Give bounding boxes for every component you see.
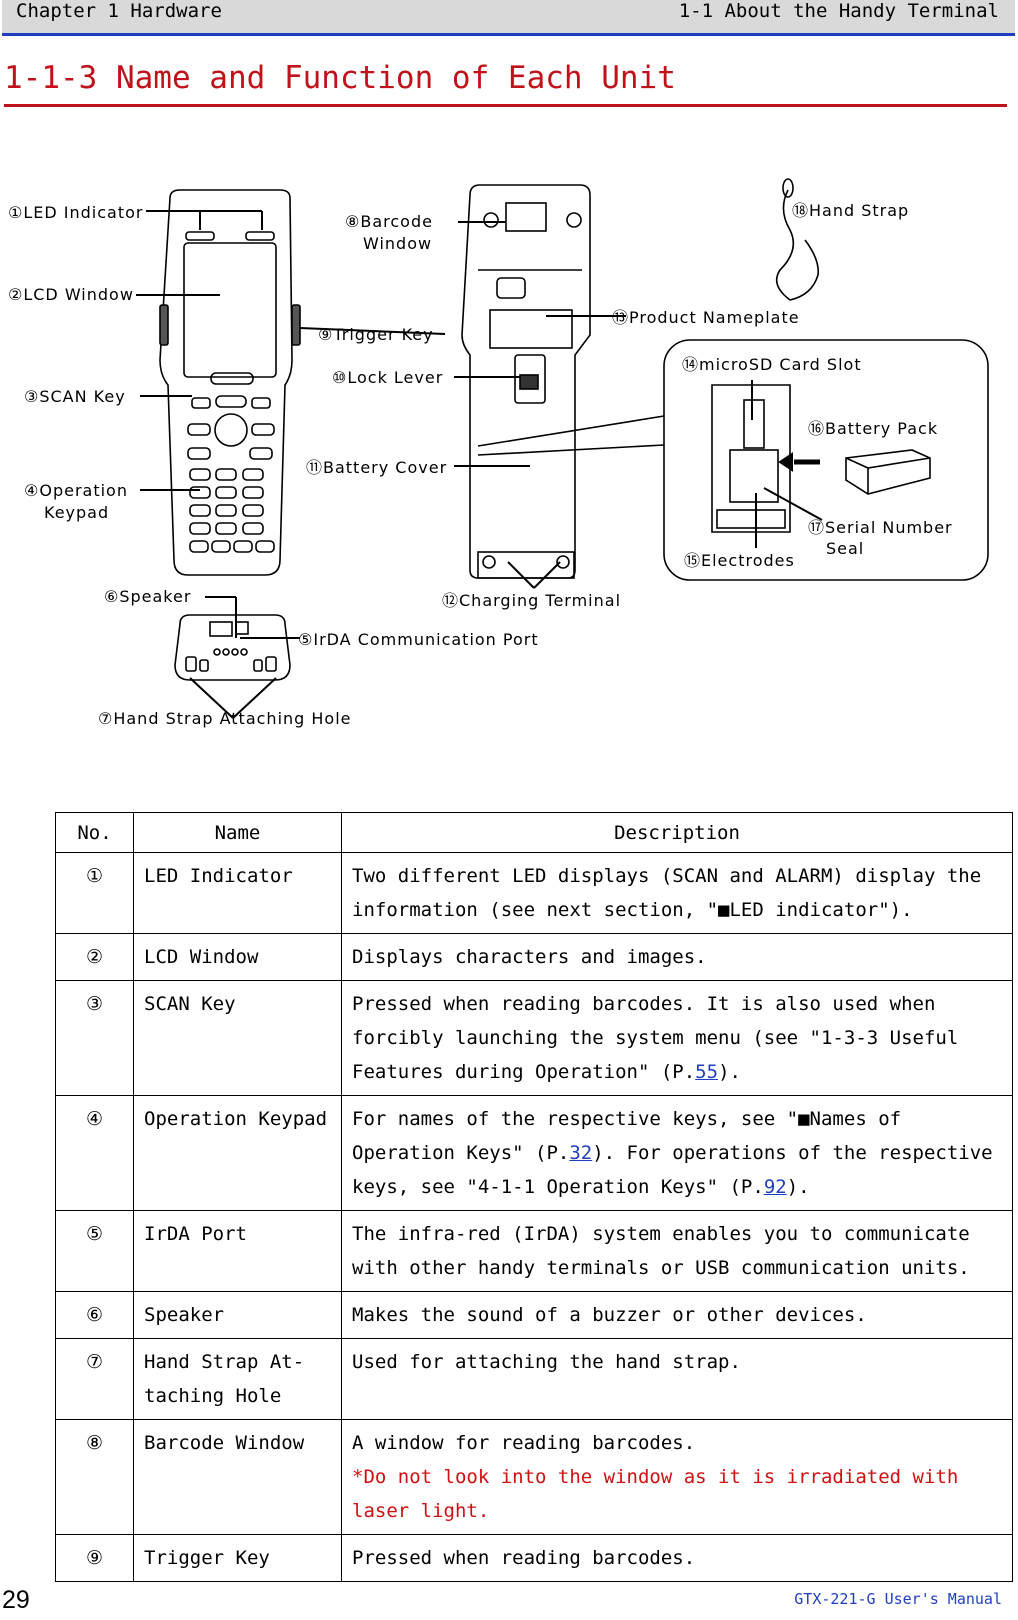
label-hand-strap: ⑱Hand Strap — [792, 201, 910, 220]
page-link-92[interactable]: 92 — [763, 1176, 787, 1198]
row-name: Trigger Key — [133, 1534, 342, 1582]
table-row: ③ SCAN Key Pressed when reading barcodes… — [55, 980, 1013, 1096]
row-description: Pressed when reading barcodes. It is als… — [341, 980, 1013, 1096]
label-operation-keypad-a: ④Operation — [24, 481, 128, 500]
label-barcode-window-b: Window — [363, 234, 433, 253]
row-description: Used for attaching the hand strap. — [341, 1338, 1013, 1420]
row-number: ⑧ — [55, 1419, 134, 1535]
table-row: ④ Operation Keypad For names of the resp… — [55, 1095, 1013, 1211]
label-electrodes: ⑮Electrodes — [684, 551, 795, 570]
laser-warning: *Do not look into the window as it is ir… — [352, 1466, 959, 1522]
label-serial-seal-a: ⑰Serial Number — [808, 518, 953, 537]
desc-text: Pressed when reading barcodes. It is als… — [352, 993, 959, 1083]
label-led-indicator: ①LED Indicator — [8, 203, 144, 222]
row-description: For names of the respective keys, see "■… — [341, 1095, 1013, 1211]
page-link-32[interactable]: 32 — [569, 1142, 593, 1164]
page-header: Chapter 1 Hardware 1-1 About the Handy T… — [2, 0, 1015, 36]
row-name: LCD Window — [133, 933, 342, 981]
label-charging-terminal: ⑫Charging Terminal — [442, 591, 622, 610]
label-operation-keypad-b: Keypad — [44, 503, 110, 522]
table-row: ⑥ Speaker Makes the sound of a buzzer or… — [55, 1291, 1013, 1339]
row-name: Hand Strap At-taching Hole — [133, 1338, 342, 1420]
row-name: Operation Keypad — [133, 1095, 342, 1211]
label-irda-port: ⑤IrDA Communication Port — [298, 630, 539, 649]
table-row: ⑤ IrDA Port The infra-red (IrDA) system … — [55, 1210, 1013, 1292]
label-scan-key: ③SCAN Key — [24, 387, 126, 406]
table-row: ⑧ Barcode Window A window for reading ba… — [55, 1419, 1013, 1535]
row-number: ① — [55, 852, 134, 934]
chapter-title: Chapter 1 Hardware — [16, 0, 222, 22]
row-description: A window for reading barcodes. *Do not lo… — [341, 1419, 1013, 1535]
row-number: ⑦ — [55, 1338, 134, 1420]
row-number: ⑤ — [55, 1210, 134, 1292]
row-number: ③ — [55, 980, 134, 1096]
row-name: SCAN Key — [133, 980, 342, 1096]
header-name: Name — [133, 812, 342, 853]
row-name: LED Indicator — [133, 852, 342, 934]
page-title: 1-1-3 Name and Function of Each Unit — [4, 60, 676, 96]
device-diagram: ①LED Indicator ②LCD Window ③SCAN Key ④Op… — [0, 160, 1018, 760]
row-description: Makes the sound of a buzzer or other dev… — [341, 1291, 1013, 1339]
label-product-nameplate: ⑬Product Nameplate — [612, 308, 800, 327]
label-battery-cover: ⑪Battery Cover — [306, 458, 448, 477]
section-title-header: 1-1 About the Handy Terminal — [678, 0, 999, 22]
label-hand-strap-hole: ⑦Hand Strap Attaching Hole — [98, 709, 352, 728]
header-no: No. — [55, 812, 134, 853]
label-lock-lever: ⑩Lock Lever — [332, 368, 444, 387]
label-microsd-slot: ⑭microSD Card Slot — [682, 355, 862, 374]
device-illustration — [136, 178, 989, 719]
row-description: Pressed when reading barcodes. — [341, 1534, 1013, 1582]
header-description: Description — [341, 812, 1013, 853]
row-number: ④ — [55, 1095, 134, 1211]
label-trigger-key: ⑨Trigger Key — [318, 325, 434, 344]
table-row: ⑦ Hand Strap At-taching Hole Used for at… — [55, 1338, 1013, 1420]
table-row: ① LED Indicator Two different LED displa… — [55, 852, 1013, 934]
desc-text: ). — [718, 1061, 741, 1083]
row-description: The infra-red (IrDA) system enables you … — [341, 1210, 1013, 1292]
table-row: ⑨ Trigger Key Pressed when reading barco… — [55, 1534, 1013, 1582]
desc-text: For names of the respective keys, see "■… — [352, 1108, 902, 1164]
title-underline — [4, 104, 1007, 107]
table-header-row: No. Name Description — [55, 812, 1013, 853]
label-speaker: ⑥Speaker — [104, 587, 192, 606]
label-lcd-window: ②LCD Window — [8, 285, 134, 304]
label-battery-pack: ⑯Battery Pack — [808, 419, 939, 438]
row-name: IrDA Port — [133, 1210, 342, 1292]
row-description: Displays characters and images. — [341, 933, 1013, 981]
desc-text: ). For operations of the respective keys… — [352, 1142, 993, 1198]
row-name: Speaker — [133, 1291, 342, 1339]
row-name: Barcode Window — [133, 1419, 342, 1535]
unit-function-table: No. Name Description ① LED Indicator Two… — [55, 812, 1013, 1582]
label-barcode-window-a: ⑧Barcode — [345, 212, 433, 231]
row-number: ② — [55, 933, 134, 981]
table-row: ② LCD Window Displays characters and ima… — [55, 933, 1013, 981]
row-number: ⑥ — [55, 1291, 134, 1339]
desc-text: ). — [786, 1176, 810, 1198]
row-description: Two different LED displays (SCAN and ALA… — [341, 852, 1013, 934]
page-link-55[interactable]: 55 — [695, 1061, 719, 1083]
row-number: ⑨ — [55, 1534, 134, 1582]
manual-title: GTX-221-G User's Manual — [794, 1590, 1002, 1608]
page-number: 29 — [2, 1586, 30, 1614]
desc-text: A window for reading barcodes. — [352, 1432, 696, 1454]
label-serial-seal-b: Seal — [826, 539, 865, 558]
